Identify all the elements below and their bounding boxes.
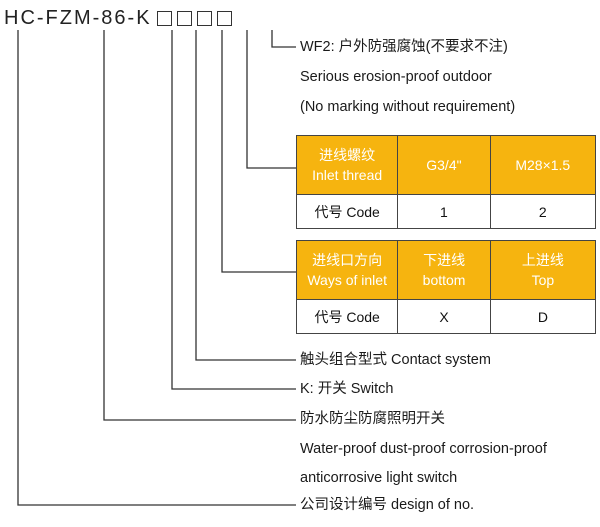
- wf2-note: (No marking without requirement): [300, 99, 516, 115]
- inlet-option-bottom: 下进线 bottom: [397, 240, 491, 300]
- inlet-code-x: X: [397, 299, 491, 334]
- inlet-code-d: D: [489, 299, 597, 334]
- leader-line-switch: [171, 30, 296, 390]
- leader-line-design: [17, 30, 296, 506]
- product-name-en-2: anticorrosive light switch: [300, 470, 458, 486]
- thread-code-2: 2: [489, 194, 597, 229]
- leader-line-thread: [246, 30, 296, 169]
- inlet-top-en: Top: [531, 272, 555, 288]
- code-box-2: [176, 10, 192, 26]
- product-name-cn: 防水防尘防腐照明开关: [300, 411, 445, 427]
- code-box-1: [156, 10, 172, 26]
- leader-line-contact: [195, 30, 296, 361]
- wf2-label: WF2: 户外防强腐蚀(不要求不注): [300, 39, 508, 55]
- inlet-code-label: 代号 Code: [295, 299, 399, 334]
- inlet-header: 进线口方向 Ways of inlet: [295, 240, 399, 300]
- leader-line-product: [103, 30, 296, 421]
- thread-option-1: G3/4": [397, 135, 491, 195]
- product-name-en-1: Water-proof dust-proof corrosion-proof: [300, 441, 547, 457]
- thread-code-1: 1: [397, 194, 491, 229]
- inlet-option-top: 上进线 Top: [489, 240, 597, 300]
- model-number: HC-FZM-86-K: [4, 2, 232, 34]
- switch-label: K: 开关 Switch: [300, 381, 394, 397]
- inlet-direction-table: 进线口方向 Ways of inlet 下进线 bottom 上进线 Top 代…: [295, 240, 597, 334]
- contact-system-label: 触头组合型式 Contact system: [300, 352, 491, 368]
- code-box-4: [216, 10, 232, 26]
- design-number-label: 公司设计编号 design of no.: [300, 497, 475, 513]
- inlet-bottom-cn: 下进线: [423, 252, 466, 268]
- thread-code-label: 代号 Code: [295, 194, 399, 229]
- model-prefix: HC-FZM-86-K: [4, 6, 152, 29]
- code-box-3: [196, 10, 212, 26]
- wf2-english: Serious erosion-proof outdoor: [300, 69, 492, 85]
- inlet-header-cn: 进线口方向: [312, 252, 383, 268]
- thread-header-en: Inlet thread: [312, 167, 383, 183]
- inlet-bottom-en: bottom: [422, 272, 466, 288]
- thread-option-2: M28×1.5: [489, 135, 597, 195]
- leader-line-inlet: [221, 30, 296, 273]
- inlet-thread-table: 进线螺纹 Inlet thread G3/4" M28×1.5 代号 Code …: [295, 135, 597, 229]
- leader-line-wf2: [271, 30, 296, 48]
- thread-header-cn: 进线螺纹: [319, 147, 376, 163]
- inlet-header-en: Ways of inlet: [307, 272, 387, 288]
- inlet-top-cn: 上进线: [521, 252, 564, 268]
- thread-header: 进线螺纹 Inlet thread: [295, 135, 399, 195]
